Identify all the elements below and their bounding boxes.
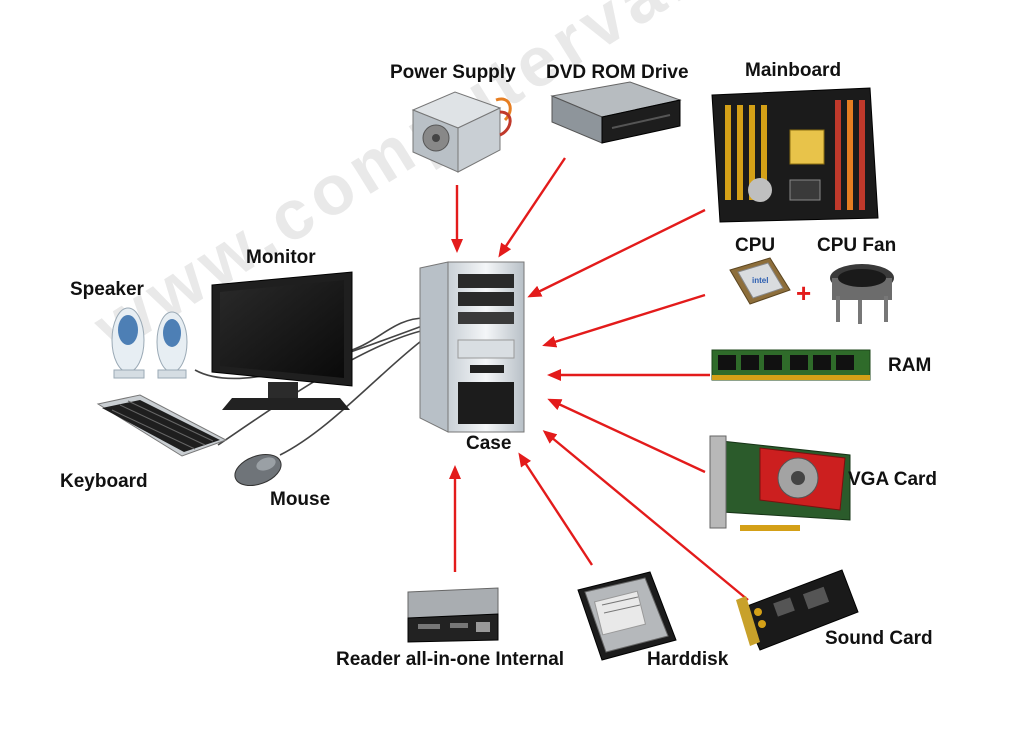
arrow-sound <box>542 430 749 601</box>
speaker-icon <box>111 307 188 379</box>
arrow-mainboard <box>527 208 706 298</box>
label-power-supply: Power Supply <box>390 62 516 83</box>
sound-card-icon <box>736 569 859 651</box>
label-case: Case <box>466 433 512 454</box>
label-mainboard: Mainboard <box>745 60 842 81</box>
mouse-cable <box>279 337 426 456</box>
label-vga-card: VGA Card <box>848 469 938 490</box>
monitor-icon <box>211 271 353 410</box>
keyboard-icon <box>96 394 228 457</box>
arrow-vga <box>547 398 706 474</box>
mouse-icon <box>234 453 282 487</box>
plus-sign: + <box>796 278 812 308</box>
label-speaker: Speaker <box>70 279 144 300</box>
motherboard-icon <box>711 87 879 223</box>
svg-text:intel: intel <box>752 276 768 285</box>
pc-case-icon <box>419 261 525 433</box>
graphics-card-icon <box>709 435 851 531</box>
arrow-harddisk <box>518 452 594 566</box>
arrow-cpu <box>542 293 706 348</box>
label-mouse: Mouse <box>270 489 331 510</box>
ram-stick-icon <box>711 349 871 381</box>
label-dvd-rom-drive: DVD ROM Drive <box>546 62 689 83</box>
label-monitor: Monitor <box>246 247 316 268</box>
label-cpu: CPU <box>735 235 776 256</box>
card-reader-icon <box>407 587 499 643</box>
arrows <box>449 157 749 601</box>
label-harddisk: Harddisk <box>647 649 729 670</box>
cpu-fan-icon <box>830 264 894 324</box>
power-supply-icon <box>411 91 512 173</box>
arrow-dvd-rom <box>498 157 566 258</box>
label-reader: Reader all-in-one Internal <box>336 649 565 670</box>
monitor-cable <box>351 317 426 351</box>
dvd-drive-icon <box>550 81 682 144</box>
label-cpu-fan: CPU Fan <box>817 235 897 256</box>
hard-disk-icon <box>577 571 677 661</box>
label-sound-card: Sound Card <box>825 628 933 649</box>
label-keyboard: Keyboard <box>60 471 148 492</box>
cpu-chip-icon: intel <box>729 257 791 305</box>
label-ram: RAM <box>888 355 932 376</box>
